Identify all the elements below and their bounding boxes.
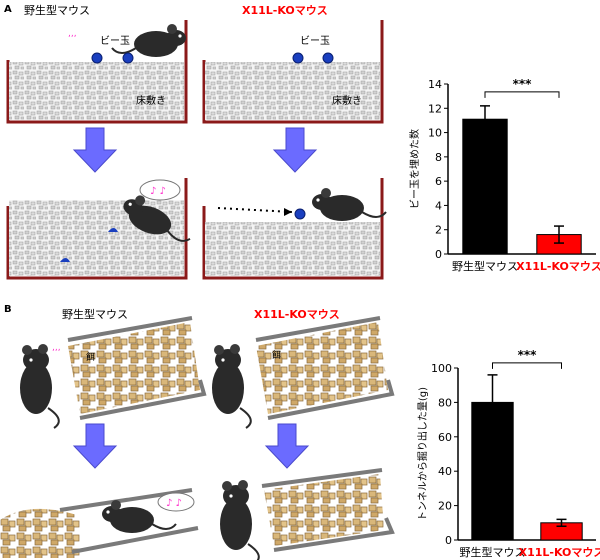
food-label: 餌 [272, 349, 281, 361]
cage-ko-after [202, 178, 387, 280]
y-tick-label: 14 [428, 78, 442, 91]
mouse-ko-sit-icon [211, 343, 252, 429]
y-tick-label: 40 [438, 465, 452, 478]
y-tick-label: 80 [438, 396, 452, 409]
path-dotted-line [217, 207, 293, 213]
x-category-label: 野生型マウス [452, 259, 518, 273]
down-arrow-icon [72, 127, 118, 173]
y-tick-label: 2 [435, 224, 442, 237]
panel-a-letter: A [4, 4, 12, 15]
significance-bracket [484, 91, 560, 98]
marble-icon [91, 52, 103, 64]
cage-ko-before: ビー玉 床敷き [202, 20, 384, 124]
food-label: 餌 [86, 351, 95, 363]
bar-0 [462, 118, 508, 255]
panel-a-ko-title: X11L-KOマウス [242, 4, 328, 17]
buried-marble-icon [108, 228, 118, 232]
y-tick-label: 6 [435, 175, 442, 188]
tunnel-ko-full: 餌 [255, 316, 395, 420]
y-tick-label: 100 [431, 362, 452, 375]
y-tick-label: 4 [435, 199, 442, 212]
chart-b-y-label: トンネルから掘り出した量(g) [416, 387, 429, 521]
tunnel-ko-still-full [261, 468, 395, 552]
y-tick-label: 0 [445, 534, 452, 547]
y-tick-label: 20 [438, 500, 452, 513]
x-category-label: 野生型マウス [460, 545, 526, 559]
x-category-label: X11L-KOマウス [519, 546, 600, 559]
marble-icon [292, 52, 304, 64]
food-pile-icon [0, 508, 80, 558]
y-tick-label: 10 [428, 127, 442, 140]
y-tick-label: 60 [438, 431, 452, 444]
significance-label: *** [513, 77, 533, 91]
panel-b-wt-title: 野生型マウス [62, 307, 128, 321]
panel-a: A 野生型マウス X11L-KOマウス ,,, ビー玉 床敷き ビー玉 床敷き [4, 3, 600, 280]
mouse-ko-idle-icon [311, 187, 387, 222]
panel-b-letter: B [4, 304, 12, 315]
mouse-wt-sit-icon [19, 343, 60, 429]
marble-icon [294, 208, 306, 220]
path-arrowhead-icon [284, 208, 292, 216]
buried-marble-icon [60, 258, 70, 262]
marble-icon [122, 52, 134, 64]
bedding-label: 床敷き [136, 94, 166, 107]
thought-bubble-icon [157, 492, 195, 512]
chart-a-y-label: ビー玉を埋めた数 [408, 129, 421, 209]
down-arrow-icon [264, 423, 310, 469]
cage-wt-after: ♪ ♪ [6, 178, 200, 280]
y-tick-label: 0 [435, 248, 442, 261]
significance-bracket [492, 362, 562, 369]
y-tick-label: 12 [428, 102, 442, 115]
panel-a-wt-title: 野生型マウス [24, 3, 90, 17]
excited-mark-icon: ,,, [52, 343, 61, 353]
y-tick-label: 8 [435, 151, 442, 164]
marble-label: ビー玉 [100, 35, 130, 47]
tunnel-wt-full: 餌 [67, 316, 207, 420]
tunnel-wt-empty: ♪ ♪ [0, 488, 199, 558]
x-category-label: X11L-KOマウス [516, 260, 600, 273]
down-arrow-icon [72, 423, 118, 469]
down-arrow-icon [272, 127, 318, 173]
thought-bubble-icon [139, 179, 181, 201]
marble-label: ビー玉 [300, 35, 330, 47]
panel-b-ko-title: X11L-KOマウス [254, 308, 340, 321]
music-note-icon: ♪ ♪ [150, 186, 166, 197]
bedding-label: 床敷き [332, 94, 362, 107]
cage-wt-before: ,,, ビー玉 床敷き [6, 20, 188, 124]
mouse-ko-sit-icon [219, 479, 260, 560]
panel-b: B 野生型マウス X11L-KOマウス ,,, 餌 餌 ♪ ♪ [0, 304, 600, 560]
marble-icon [322, 52, 334, 64]
excited-mark-icon: ,,, [68, 29, 77, 39]
music-note-icon: ♪ ♪ [166, 498, 182, 509]
significance-label: *** [518, 348, 538, 362]
